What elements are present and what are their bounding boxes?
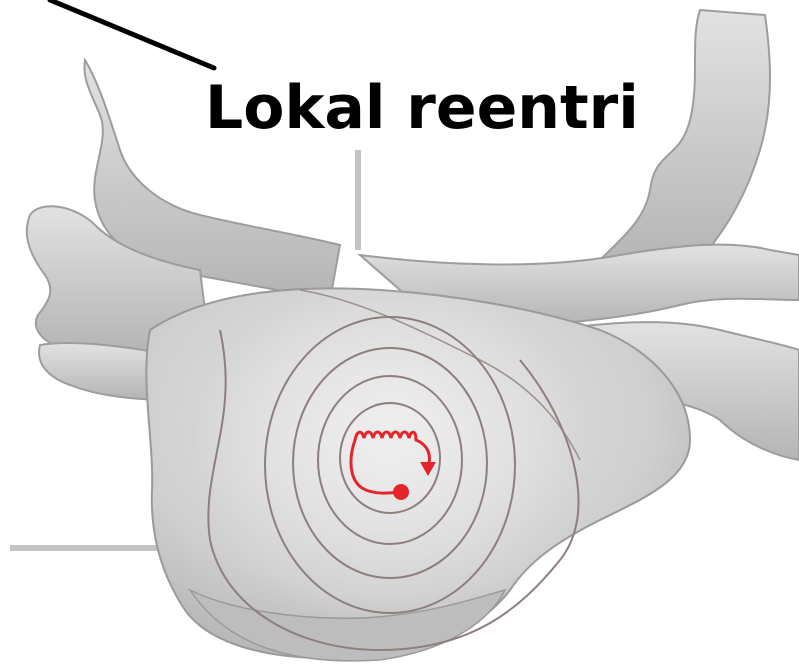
annotation-leader-line	[50, 0, 214, 68]
surface-highlight	[190, 280, 590, 620]
reentry-annotation-label: Lokal reentri	[205, 78, 639, 138]
